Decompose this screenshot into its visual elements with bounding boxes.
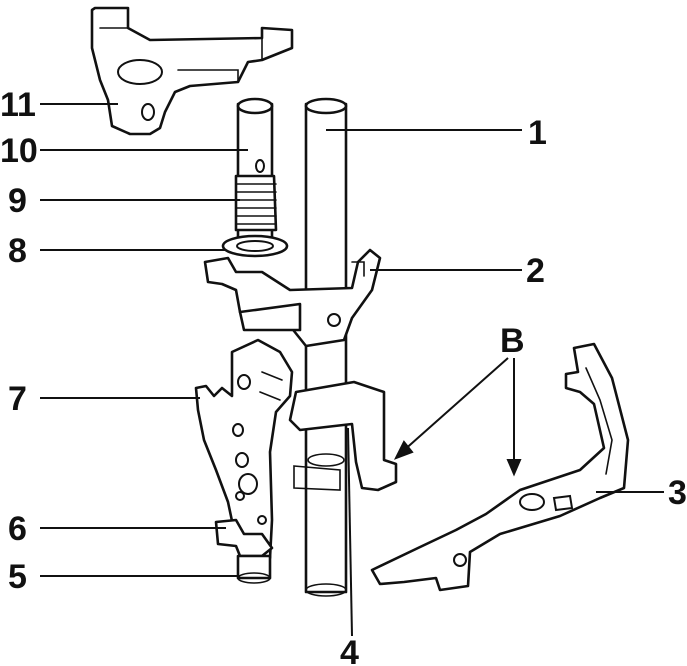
callout-10: 10 [0,132,38,170]
part-11-shift-lug [90,6,294,136]
callout-3: 3 [668,474,687,512]
callout-4: 4 [340,634,359,666]
leader-B-left [401,357,509,453]
part-3-shift-fork [370,342,630,592]
part-8-washer [221,234,289,258]
arrowhead-B-down [506,459,522,477]
callout-1: 1 [528,114,547,152]
part-6-clip [214,518,274,558]
callout-9: 9 [8,182,27,220]
arrowhead-B-left [393,440,414,460]
callout-6: 6 [8,510,27,548]
callout-2: 2 [526,252,545,290]
callout-11: 11 [0,86,36,124]
callout-B: B [500,322,525,360]
callout-labels: 11 10 9 8 7 6 5 1 2 3 4 B [0,86,687,666]
part-7-fork-body [194,338,294,562]
part-4-bracket [288,380,398,492]
part-2-shift-fork [203,248,382,348]
callout-8: 8 [8,232,27,270]
part-1-shift-rod [304,97,348,597]
callout-7: 7 [8,380,27,418]
callout-5: 5 [8,558,27,596]
part-5-rod-end [236,554,272,584]
leader-lines [40,103,664,637]
leader-4 [347,427,353,637]
part-9-spring [234,174,278,232]
